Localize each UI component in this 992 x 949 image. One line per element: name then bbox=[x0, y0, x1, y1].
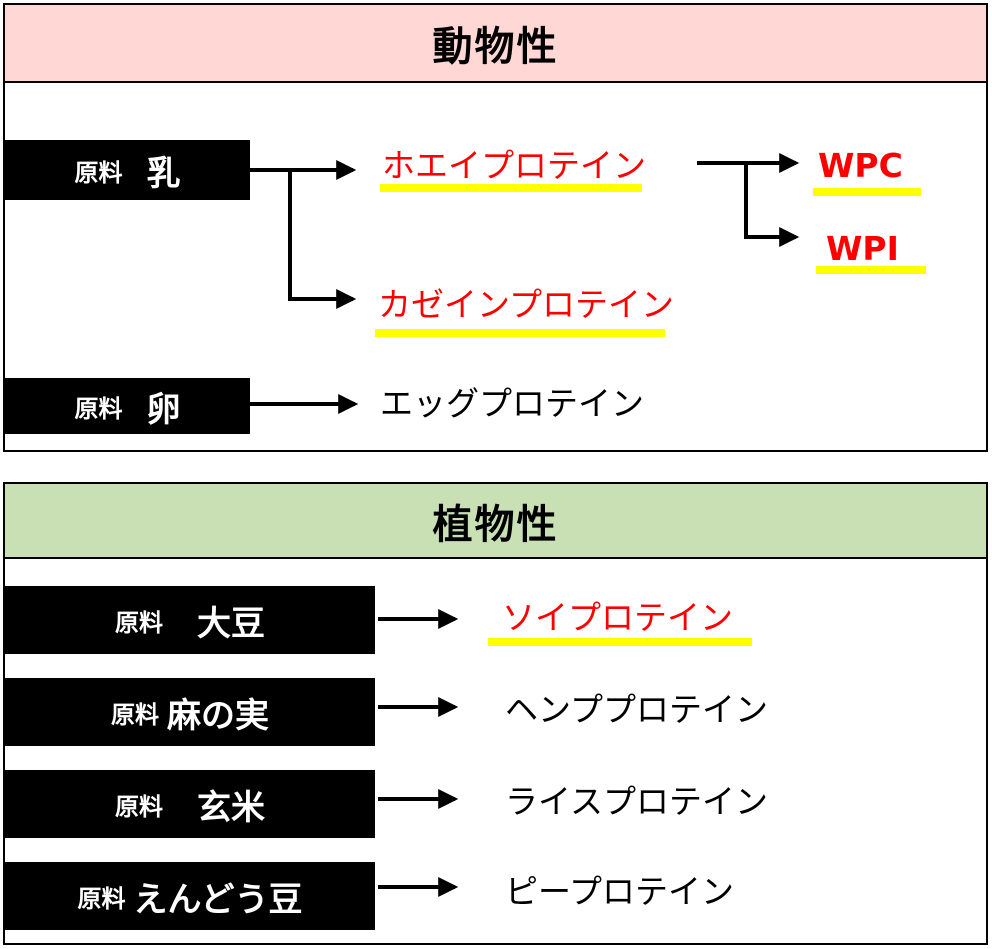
wpi-underline bbox=[816, 266, 926, 274]
wpc-underline bbox=[813, 188, 921, 196]
soy-underline bbox=[488, 638, 752, 646]
product-casein: カゼインプロテイン bbox=[378, 285, 675, 324]
source-hemp-material: 麻の実 bbox=[167, 695, 269, 736]
source-pea-material: えんどう豆 bbox=[133, 879, 303, 920]
product-rice: ライスプロテイン bbox=[505, 782, 769, 821]
product-wpi: WPI bbox=[826, 229, 899, 268]
source-hemp: 原料 麻の実 bbox=[5, 678, 375, 746]
product-egg: エッグプロテイン bbox=[380, 384, 644, 423]
source-egg-material: 卵 bbox=[146, 389, 181, 430]
product-wpc: WPC bbox=[818, 146, 903, 185]
arrow-whey-wpi bbox=[744, 163, 800, 247]
product-pea: ピープロテイン bbox=[505, 872, 735, 911]
source-milk: 原料 乳 bbox=[5, 140, 250, 200]
animal-header-title: 動物性 bbox=[432, 24, 559, 70]
arrow-milk-casein bbox=[288, 170, 357, 309]
product-hemp: ヘンププロテイン bbox=[505, 690, 769, 729]
casein-underline bbox=[375, 329, 665, 337]
source-egg: 原料 卵 bbox=[5, 378, 250, 434]
source-soy-prefix: 原料 bbox=[115, 608, 163, 637]
product-whey: ホエイプロテイン bbox=[382, 146, 646, 185]
plant-body bbox=[3, 557, 988, 945]
animal-header: 動物性 bbox=[3, 3, 988, 83]
plant-header-title: 植物性 bbox=[432, 501, 559, 548]
animal-body bbox=[3, 81, 988, 452]
source-pea-prefix: 原料 bbox=[77, 884, 126, 913]
source-rice-material: 玄米 bbox=[197, 787, 265, 828]
whey-underline bbox=[380, 184, 642, 192]
source-milk-prefix: 原料 bbox=[74, 158, 123, 187]
source-soy-material: 大豆 bbox=[197, 603, 265, 644]
source-soy: 原料 大豆 bbox=[5, 586, 375, 654]
source-egg-prefix: 原料 bbox=[74, 394, 123, 423]
source-rice: 原料 玄米 bbox=[5, 770, 375, 838]
source-rice-prefix: 原料 bbox=[115, 792, 163, 821]
source-milk-material: 乳 bbox=[146, 153, 181, 194]
source-pea: 原料 えんどう豆 bbox=[5, 862, 375, 930]
source-hemp-prefix: 原料 bbox=[111, 700, 159, 729]
product-soy: ソイプロテイン bbox=[502, 598, 733, 637]
